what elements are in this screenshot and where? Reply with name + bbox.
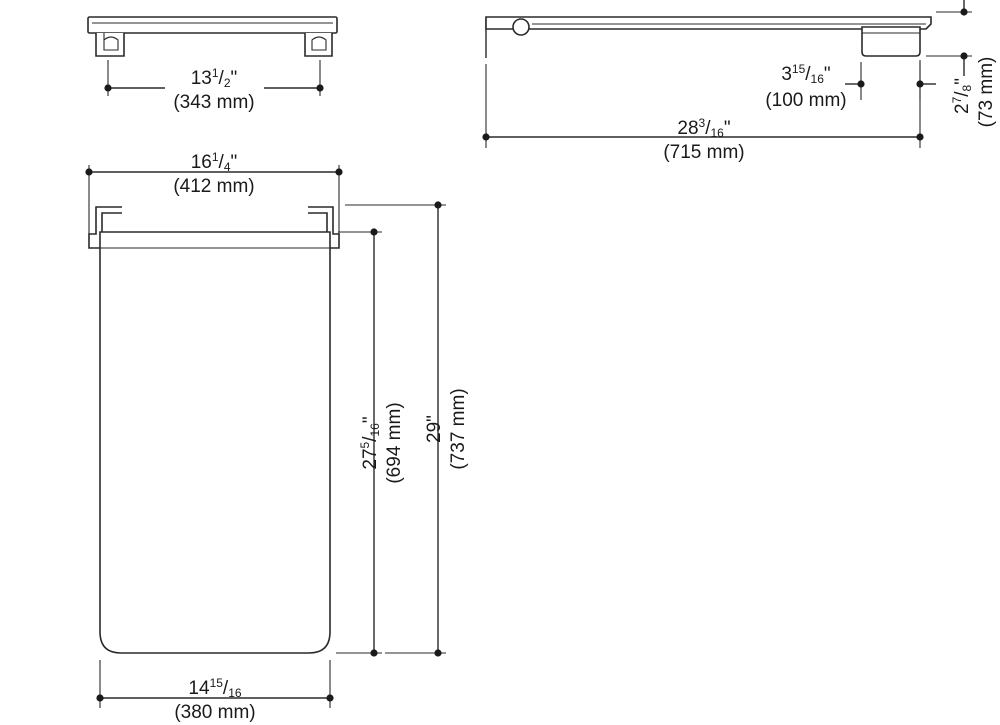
dim-top-width-metric: (343 mm)	[173, 92, 254, 113]
dim-inner-length: 275/16" (694 mm)	[336, 228, 405, 657]
plan-view	[88, 206, 340, 654]
dim-side-length: 283/16" (715 mm)	[482, 60, 924, 163]
dim-overall-length: 29" (737 mm)	[345, 201, 469, 657]
dim-side-length-imperial: 283/16"	[677, 116, 730, 140]
dim-inner-length-metric: (694 mm)	[384, 402, 405, 483]
dim-bracket-depth-metric: (100 mm)	[765, 90, 846, 111]
front-elevation-view	[87, 16, 338, 57]
dim-side-length-metric: (715 mm)	[663, 142, 744, 163]
dim-height-metric: (73 mm)	[976, 57, 997, 128]
dim-height: 27/8" (73 mm)	[926, 0, 997, 127]
dim-top-width: 131/2" (343 mm)	[104, 60, 324, 113]
dim-overall-width-imperial: 161/4"	[191, 150, 238, 174]
dim-overall-width: 161/4" (412 mm)	[85, 150, 343, 240]
dim-bracket-depth-imperial: 315/16"	[781, 62, 830, 86]
seat-panel	[99, 231, 331, 654]
left-bracket	[95, 33, 125, 57]
right-hook-inner	[308, 212, 328, 234]
side-seat-bar	[485, 16, 932, 30]
dim-bottom-width-metric: (380 mm)	[174, 702, 255, 723]
dim-overall-length-metric: (737 mm)	[448, 388, 469, 469]
side-elevation-view	[485, 16, 932, 58]
dim-overall-width-metric: (412 mm)	[173, 176, 254, 197]
left-hook-inner	[101, 212, 122, 234]
dim-bracket-depth: 315/16" (100 mm)	[765, 62, 936, 111]
dim-top-width-imperial: 131/2"	[191, 66, 238, 90]
dim-bottom-width-imperial: 1415/16	[188, 676, 241, 700]
dim-inner-length-imperial: 275/16"	[358, 416, 382, 469]
dim-height-imperial: 27/8"	[950, 78, 974, 114]
side-bracket	[861, 26, 921, 57]
left-bracket-detail	[103, 33, 119, 51]
right-bracket-detail	[311, 36, 327, 51]
hinge-pivot	[512, 18, 530, 36]
front-seat-bar	[87, 16, 338, 34]
dim-bottom-width: 1415/16 (380 mm)	[96, 660, 334, 723]
dim-overall-length-imperial: 29"	[424, 415, 445, 443]
